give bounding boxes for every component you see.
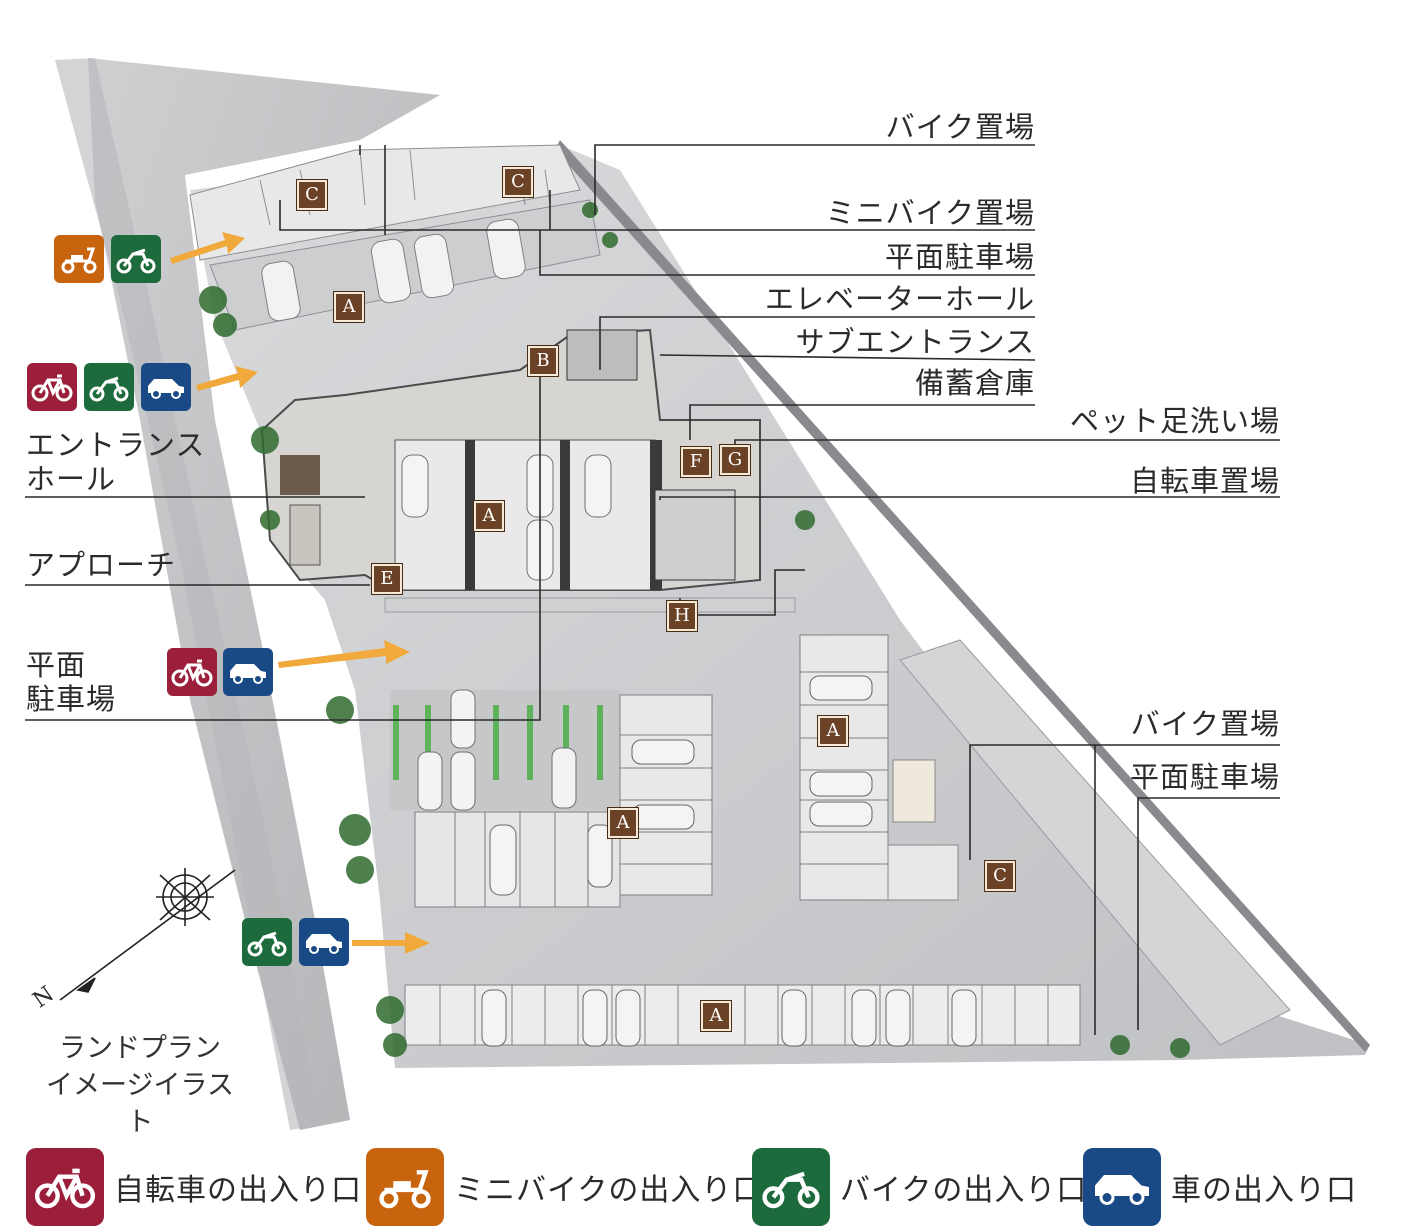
compass-icon (59, 868, 236, 1001)
label-storage: 備蓄倉庫 (914, 366, 1035, 400)
legend-car: 車の出入り口 (1083, 1148, 1357, 1226)
label-entrance-hall: エントランス ホール (26, 428, 206, 496)
label-pet-wash: ペット足洗い場 (1069, 404, 1280, 438)
badge-g: G (720, 445, 750, 475)
motorcycle-icon (242, 918, 292, 966)
label-sub-entrance: サブエントランス (795, 325, 1035, 359)
label-bike-parking-top: バイク置場 (885, 110, 1035, 144)
bicycle-icon (26, 1148, 104, 1226)
car-icon (299, 918, 349, 966)
badge-b: B (528, 346, 558, 376)
label-minibike-parking: ミニバイク置場 (825, 196, 1035, 230)
bicycle-icon (27, 363, 77, 411)
left-road (88, 58, 440, 1130)
scooter-icon (54, 235, 104, 283)
leader-lines (25, 144, 1280, 1035)
legend-label: 自転車の出入り口 (114, 1173, 362, 1208)
bicycle-icon (167, 648, 217, 696)
badge-e: E (372, 564, 402, 594)
badge-a: A (701, 1001, 731, 1031)
legend-motorcycle: バイクの出入り口 (752, 1148, 1087, 1226)
legend-label: 車の出入り口 (1171, 1173, 1357, 1208)
entry-arrows (170, 232, 430, 954)
badge-c: C (503, 167, 533, 197)
label-flat-parking-right: 平面駐車場 (1129, 760, 1280, 794)
car-icon (223, 648, 273, 696)
label-flat-parking-left: 平面 駐車場 (26, 648, 117, 716)
badge-a: A (474, 501, 504, 531)
label-flat-parking-top: 平面駐車場 (884, 240, 1035, 274)
badge-h: H (667, 601, 697, 631)
badge-a: A (608, 808, 638, 838)
badge-a: A (334, 292, 364, 322)
label-elevator-hall: エレベーターホール (764, 282, 1035, 316)
badge-c: C (297, 180, 327, 210)
legend-label: バイクの出入り口 (840, 1173, 1088, 1208)
motorcycle-icon (752, 1148, 830, 1226)
label-bicycle-parking: 自転車置場 (1129, 464, 1280, 498)
car-icon (141, 363, 191, 411)
badge-a: A (818, 716, 848, 746)
image-caption: ランドプラン イメージイラスト (46, 1033, 234, 1138)
motorcycle-icon (84, 363, 134, 411)
badge-f: F (681, 447, 711, 477)
motorcycle-icon (111, 235, 161, 283)
badge-c: C (985, 861, 1015, 891)
legend-scooter: ミニバイクの出入り口 (366, 1148, 763, 1226)
scooter-icon (366, 1148, 444, 1226)
label-approach: アプローチ (26, 548, 177, 582)
label-bike-parking-right: バイク置場 (1130, 707, 1280, 741)
legend-bicycle: 自転車の出入り口 (26, 1148, 362, 1226)
car-icon (1083, 1148, 1161, 1226)
legend-label: ミニバイクの出入り口 (454, 1173, 764, 1208)
